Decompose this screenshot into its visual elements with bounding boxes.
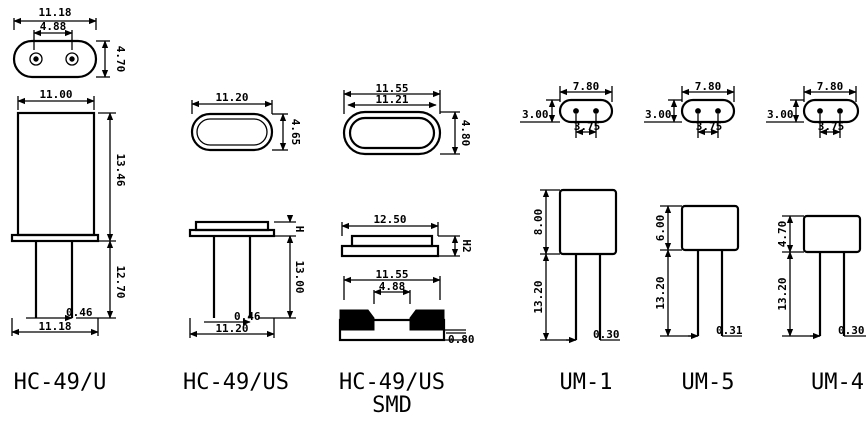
hc49us-name: HC-49/US [183,370,289,395]
hc49smd-inner-width-label: 11.21 [375,93,408,106]
um1-top-height-label: 3.00 [522,108,549,121]
um1-top-width-label: 7.80 [573,80,600,93]
hc49smd-foot-height-label: 0.80 [448,333,475,346]
um5-package: 7.80 3.00 3.75 6.00 13.20 0.31 UM-5 [644,80,743,395]
um5-top-height-label: 3.00 [645,108,672,121]
um5-name: UM-5 [682,370,735,395]
hc49us-lead-dia-label: 0.46 [234,310,261,323]
um4-pin-spacing-label: 3.75 [818,120,845,133]
um1-name: UM-1 [560,370,613,395]
hc49us-package: 11.20 4.65 H 13.00 0.46 11.20 HC-49/US [183,91,306,395]
um1-lead-dia-label: 0.30 [593,328,620,341]
hc49smd-body-width-label: 12.50 [373,213,406,226]
hc49smd-name-line1: HC-49/US [339,370,445,395]
hc49u-base-width-label: 11.18 [38,320,71,333]
hc49u-lead-dia-label: 0.46 [66,306,93,319]
um5-lead-dia-label: 0.31 [716,324,743,337]
hc49smd-foot-inner-label: 4.88 [379,280,406,293]
hc49u-top-width-label: 11.18 [38,6,71,19]
um4-package: 7.80 3.00 3.75 4.70 13.20 0.30 UM-4 [766,80,866,395]
um1-lead-length-label: 13.20 [532,280,545,313]
hc49smd-name-line2: SMD [372,393,412,418]
hc49us-top-height-label: 4.65 [289,119,302,146]
hc49us-body-height-label: H [293,226,306,233]
hc49u-body-width-label: 11.00 [39,88,72,101]
hc49u-pin-spacing-label: 4.88 [40,20,67,33]
hc49smd-foot-outer-label: 11.55 [375,268,408,281]
um1-package: 7.80 3.00 3.75 8.00 13.20 0.30 UM-1 [520,80,620,395]
hc49u-name: HC-49/U [14,370,107,395]
um4-top-width-label: 7.80 [817,80,844,93]
hc49smd-top-height-label: 4.80 [459,120,472,147]
um4-lead-length-label: 13.20 [776,277,789,310]
hc49u-top-height-label: 4.70 [114,46,127,73]
hc49smd-package: 11.55 11.21 4.80 12.50 H2 11.55 4.88 0.8… [338,82,475,418]
hc49smd-outer-width-label: 11.55 [375,82,408,95]
hc49us-lead-length-label: 13.00 [293,260,306,293]
hc49smd-body-height-label: H2 [460,239,473,252]
um4-top-height-label: 3.00 [767,108,794,121]
um5-lead-length-label: 13.20 [654,276,667,309]
um5-body-height-label: 6.00 [654,215,667,242]
um4-body-height-label: 4.70 [776,221,789,248]
um4-lead-dia-label: 0.30 [838,324,865,337]
hc49us-base-width-label: 11.20 [215,322,248,335]
um5-top-width-label: 7.80 [695,80,722,93]
hc49u-lead-length-label: 12.70 [114,265,127,298]
hc49u-package: 11.18 4.88 4.70 11.00 13.46 12.70 0.46 [10,6,127,395]
um5-pin-spacing-label: 3.75 [696,120,723,133]
um4-name: UM-4 [811,370,864,395]
um1-pin-spacing-label: 3.75 [574,120,601,133]
hc49us-top-width-label: 11.20 [215,91,248,104]
um1-body-height-label: 8.00 [532,209,545,236]
hc49u-body-height-label: 13.46 [114,153,127,186]
